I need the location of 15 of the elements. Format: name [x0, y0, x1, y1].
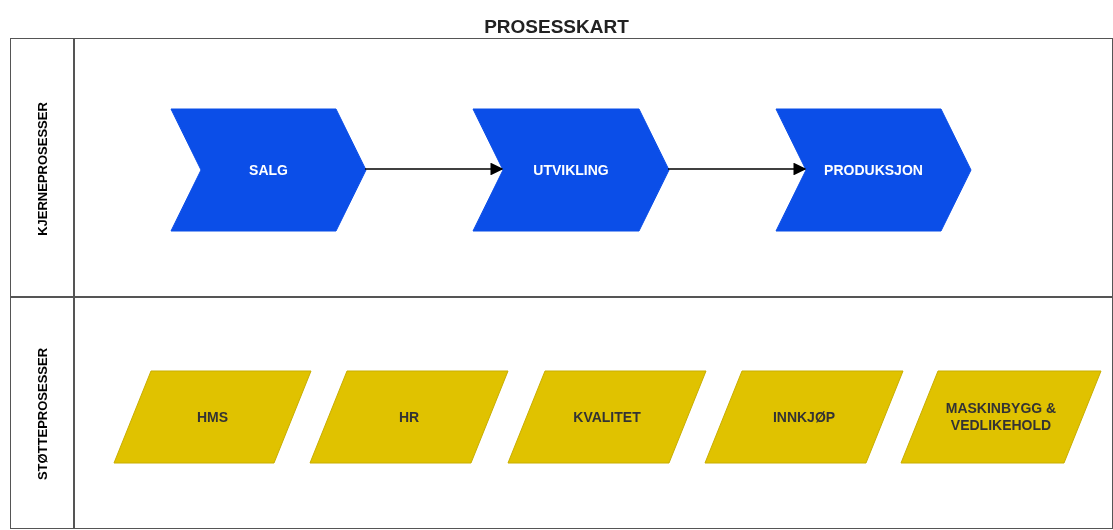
- swimlane: [10, 297, 1113, 529]
- lane-title: STØTTEPROSESSER: [34, 347, 50, 481]
- process-label: KVALITET: [573, 408, 641, 426]
- diagram-title: PROSESSKART: [483, 16, 630, 38]
- process-label: UTVIKLING: [533, 161, 609, 179]
- process-label: INNKJØP: [772, 408, 836, 426]
- process-label: SALG: [249, 161, 288, 179]
- arrow: [364, 162, 504, 176]
- arrow: [667, 162, 807, 176]
- lane-title: KJERNEPROSESSER: [34, 101, 50, 236]
- process-label: MASKINBYGG & VEDLIKEHOLD: [944, 400, 1058, 434]
- swimlane: [10, 38, 1113, 297]
- process-label: HMS: [196, 408, 229, 426]
- process-label: HR: [398, 408, 420, 426]
- process-label: PRODUKSJON: [824, 161, 923, 179]
